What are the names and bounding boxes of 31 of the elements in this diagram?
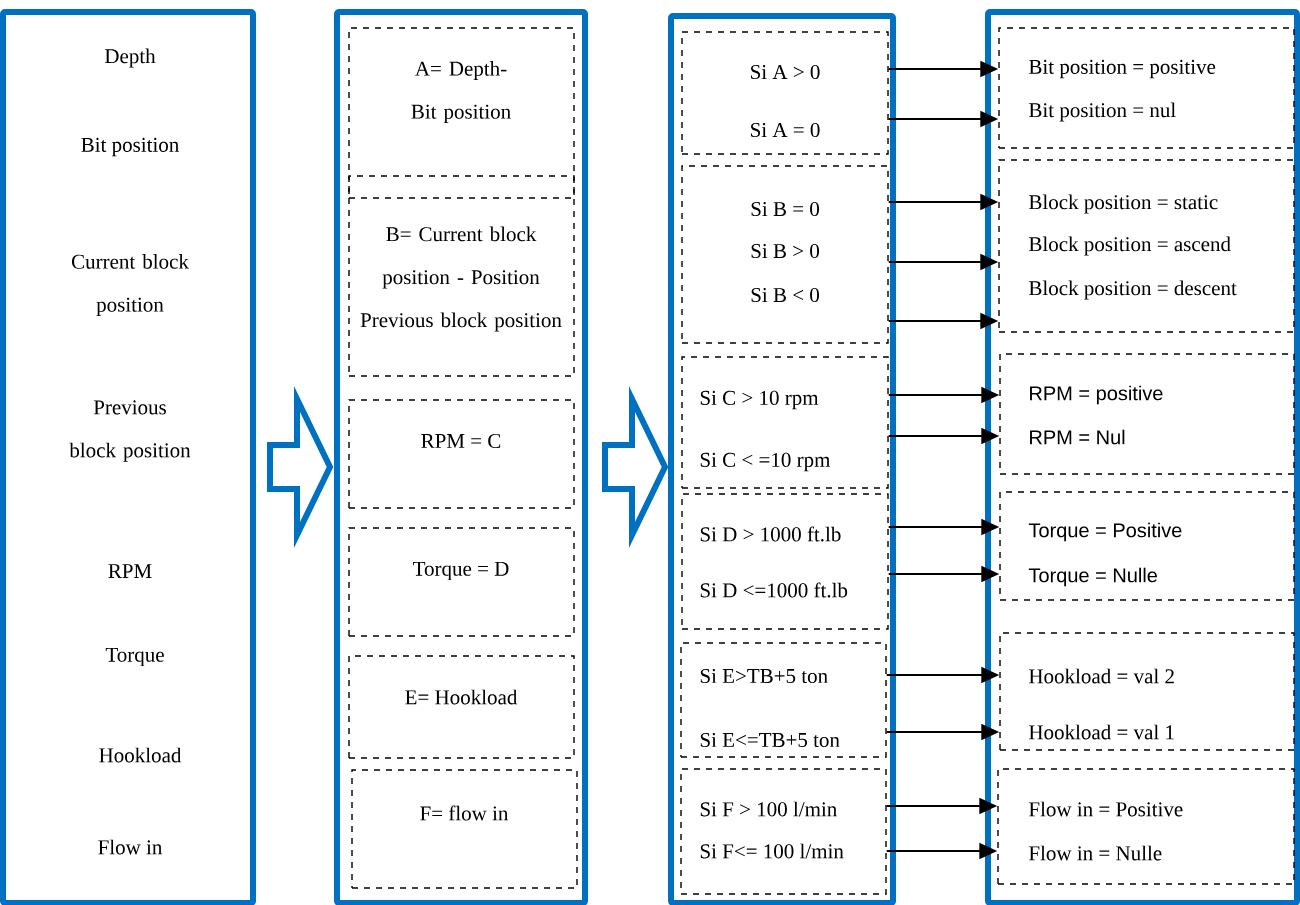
block-arrow [602,385,669,549]
condition-box: Si F > 100 l/min Si F<= 100 l/min [680,768,887,895]
field-label: Bit position [81,137,179,157]
formula-box: Torque = D [348,527,575,637]
block-arrow [267,385,334,549]
field-label: Depth [104,48,156,68]
result-box: Torque = Positive Torque = Nulle [999,491,1295,601]
result-box: Hookload = val 2 Hookload = val 1 [999,632,1295,751]
field-label: Previous block position [69,400,191,462]
field-label: Torque [105,647,164,667]
panel [334,9,588,905]
result-box: Flow in = Positive Flow in = Nulle [997,768,1295,885]
condition-box: Si C > 10 rpm Si C < =10 rpm [681,356,889,489]
formula-box: RPM = C [348,399,575,509]
condition-box: Si D > 1000 ft.lb Si D <=1000 ft.lb [681,493,889,630]
field-label: RPM [108,564,152,578]
result-box: RPM = positive RPM = Nul [999,353,1295,475]
panel [668,13,896,905]
formula-box: A= Depth- Bit position [348,27,575,199]
panel [985,9,1300,905]
formula-box: F= flow in [351,769,578,889]
condition-box: Si B = 0 Si B > 0 Si B < 0 [681,165,889,344]
field-label: Hookload [99,747,182,763]
field-label: Flow in [98,839,163,855]
result-box: Bit position = positive Bit position = nul [998,27,1295,149]
result-box: Block position = static Block position = ascend Block position = descent [998,159,1295,333]
field-label: Current block position [71,254,189,316]
formula-box: B= Current block position - Position Previous block position [348,175,575,377]
formula-box: E= Hookload [348,655,575,759]
condition-box: Si E>TB+5 ton Si E<=TB+5 ton [680,642,887,758]
condition-box: Si A > 0 Si A = 0 [681,31,889,155]
